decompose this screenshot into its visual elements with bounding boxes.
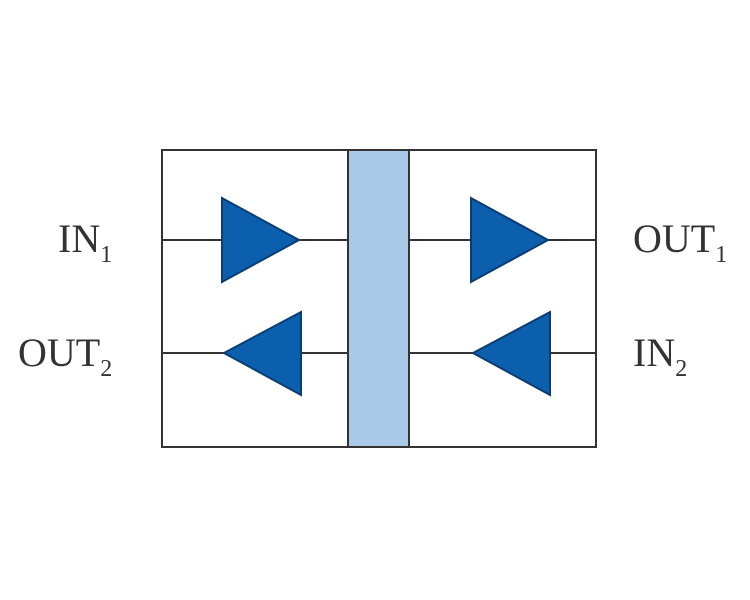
- center-bar: [347, 149, 410, 448]
- label-in1-sub: 1: [100, 242, 113, 268]
- amplifier-left-reverse-icon: [221, 310, 302, 397]
- label-in2-sub: 2: [675, 356, 688, 382]
- label-in2-text: IN: [633, 330, 676, 375]
- label-in2: IN2: [633, 330, 687, 382]
- label-out2-text: OUT: [18, 330, 101, 375]
- label-out1-text: OUT: [633, 216, 716, 261]
- label-out1: OUT1: [633, 216, 727, 268]
- label-out2: OUT2: [18, 330, 112, 382]
- label-out1-sub: 1: [715, 242, 728, 268]
- amplifier-right-reverse-icon: [470, 310, 551, 397]
- amplifier-right-forward-icon: [470, 196, 551, 284]
- label-in1-text: IN: [58, 216, 101, 261]
- label-in1: IN1: [58, 216, 112, 268]
- amplifier-left-forward-icon: [221, 196, 302, 284]
- label-out2-sub: 2: [100, 356, 113, 382]
